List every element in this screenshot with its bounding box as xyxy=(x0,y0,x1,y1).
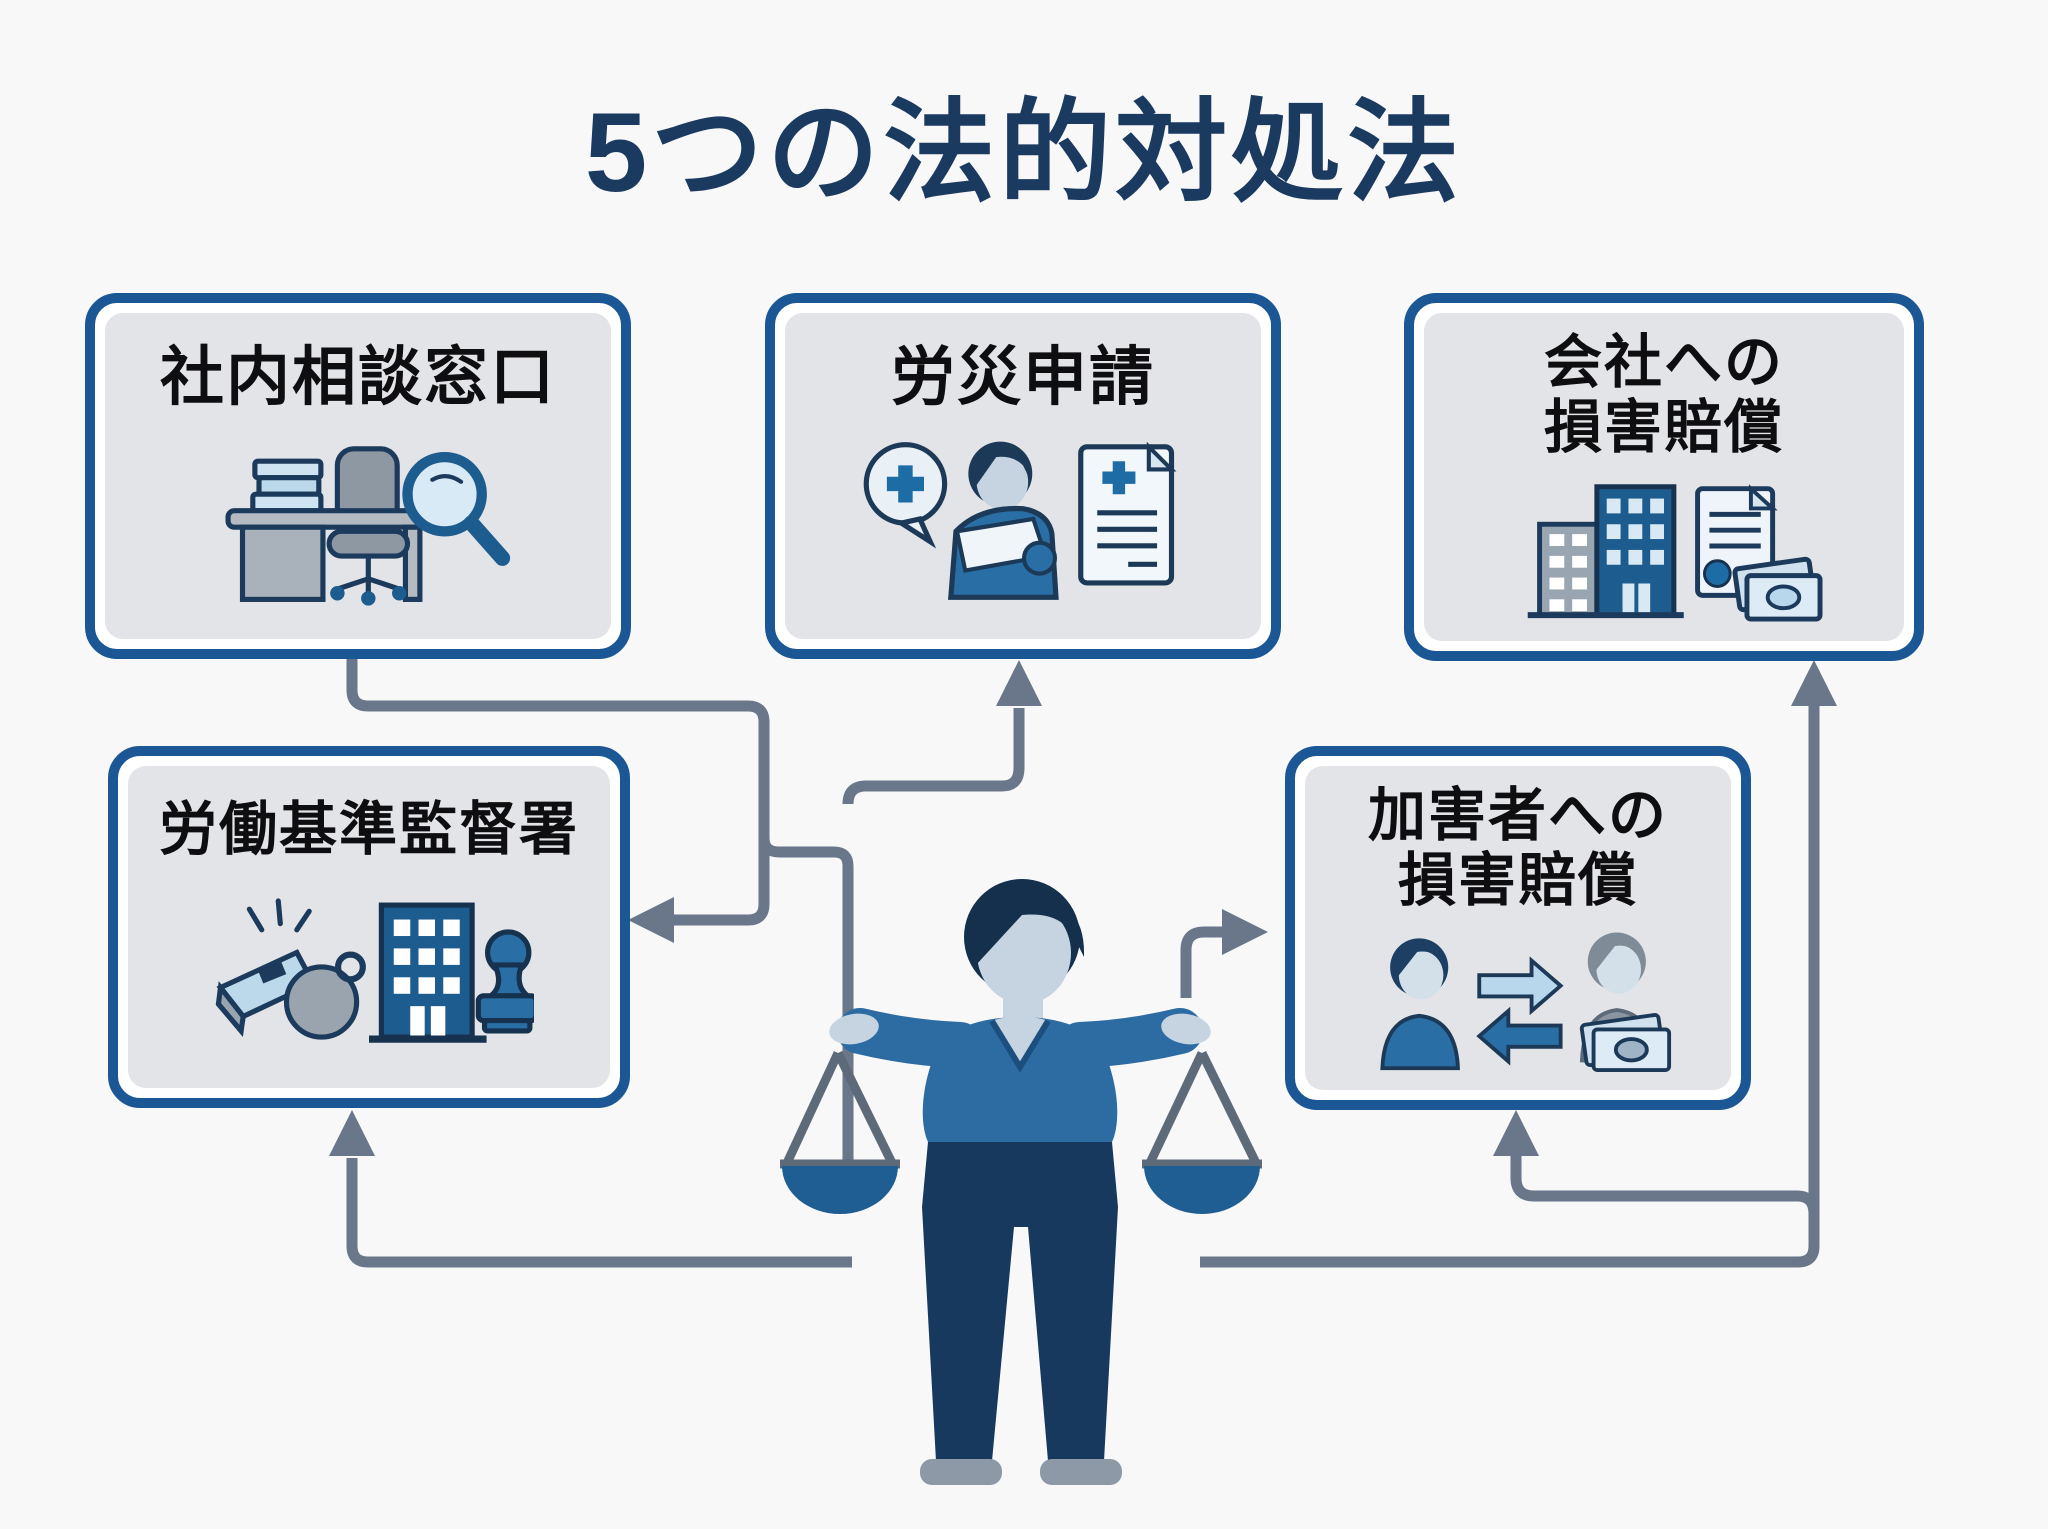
connector-bottom-left xyxy=(346,1158,852,1268)
box-label: 社内相談窓口 xyxy=(160,341,556,414)
arrowhead-up-into-box2 xyxy=(996,660,1042,706)
left-scale-icon xyxy=(780,1051,900,1169)
connector-branch-center xyxy=(758,837,854,1200)
box-label: 労働基準監督署 xyxy=(158,796,579,862)
arrowhead-up-into-box5 xyxy=(1493,1110,1539,1156)
connector-box5-bottom xyxy=(1510,1156,1820,1215)
connector-up-to-box3 xyxy=(1200,706,1820,1268)
box-labor-standards-office: 労働基準監督署 xyxy=(108,746,630,1108)
connector-up-to-box2 xyxy=(842,708,1025,805)
arrowhead-left-into-box4 xyxy=(628,897,674,943)
box-damages-from-perpetrator: 加害者への 損害賠償 xyxy=(1285,746,1751,1110)
box-label: 会社への 損害賠償 xyxy=(1543,330,1784,460)
page-title: 5つの法的対処法 xyxy=(584,90,1464,215)
arrowhead-up-into-box3 xyxy=(1791,660,1837,706)
desk-chair-magnifier-icon xyxy=(225,445,511,606)
box-damages-from-company: 会社への 損害賠償 xyxy=(1404,293,1924,661)
person-holding-scales xyxy=(770,875,1270,1520)
box-label: 労災申請 xyxy=(891,341,1155,414)
right-scale-icon xyxy=(1142,1051,1262,1169)
box-label: 加害者への 損害賠償 xyxy=(1367,782,1668,913)
connector-box1-to-box4 xyxy=(346,658,770,926)
company-buildings-money-icon xyxy=(1527,484,1823,622)
arrowhead-right-into-box5 xyxy=(1222,909,1268,955)
box-workers-comp: 労災申請 xyxy=(765,293,1281,659)
box-internal-consultation: 社内相談窓口 xyxy=(85,293,631,659)
whistle-building-stamp-icon xyxy=(215,898,534,1044)
injured-worker-document-icon xyxy=(863,441,1177,600)
people-exchange-money-icon xyxy=(1380,932,1672,1073)
arrowhead-up-into-box4 xyxy=(329,1110,375,1156)
connector-to-box5-side xyxy=(1180,926,1238,998)
